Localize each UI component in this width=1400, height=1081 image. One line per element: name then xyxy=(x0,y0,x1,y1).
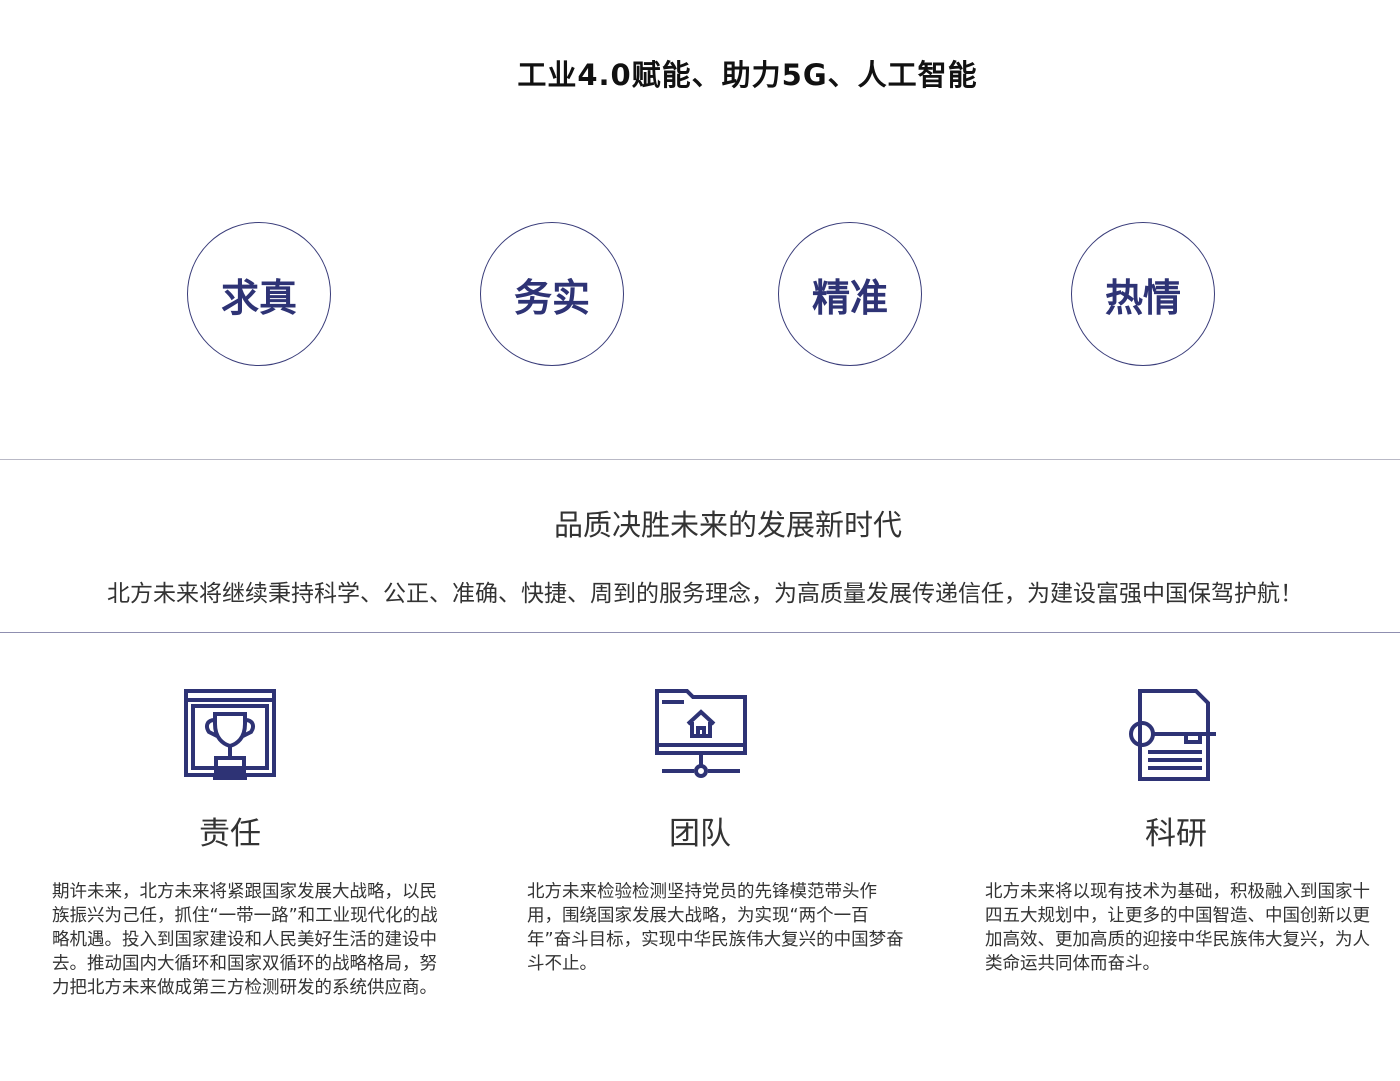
value-circle-truth: 求真 xyxy=(187,222,331,366)
divider xyxy=(0,459,1400,460)
column-text-responsibility: 期许未来，北方未来将紧跟国家发展大战略，以民族振兴为己任，抓住“一带一路”和工业… xyxy=(52,882,438,998)
network-folder-icon xyxy=(655,689,747,778)
document-key-icon xyxy=(1129,689,1216,781)
value-circle-passion: 热情 xyxy=(1071,222,1215,366)
trophy-icon xyxy=(184,689,276,780)
section-subtitle: 品质决胜未来的发展新时代 xyxy=(553,508,902,542)
value-circle-pragmatic: 务实 xyxy=(480,222,624,366)
column-title-responsibility: 责任 xyxy=(199,816,261,852)
column-title-team: 团队 xyxy=(669,816,731,852)
section-slogan: 北方未来将继续秉持科学、公正、准确、快捷、周到的服务理念，为高质量发展传递信任，… xyxy=(107,581,1303,607)
column-text-research: 北方未来将以现有技术为基础，积极融入到国家十四五大规划中，让更多的中国智造、中国… xyxy=(985,882,1370,974)
column-title-research: 科研 xyxy=(1145,816,1207,852)
divider xyxy=(0,632,1400,633)
page-title: 工业4.0赋能、助力5G、人工智能 xyxy=(517,58,978,92)
value-circle-precise: 精准 xyxy=(778,222,922,366)
column-text-team: 北方未来检验检测坚持党员的先锋模范带头作用，围绕国家发展大战略，为实现“两个一百… xyxy=(527,882,904,974)
